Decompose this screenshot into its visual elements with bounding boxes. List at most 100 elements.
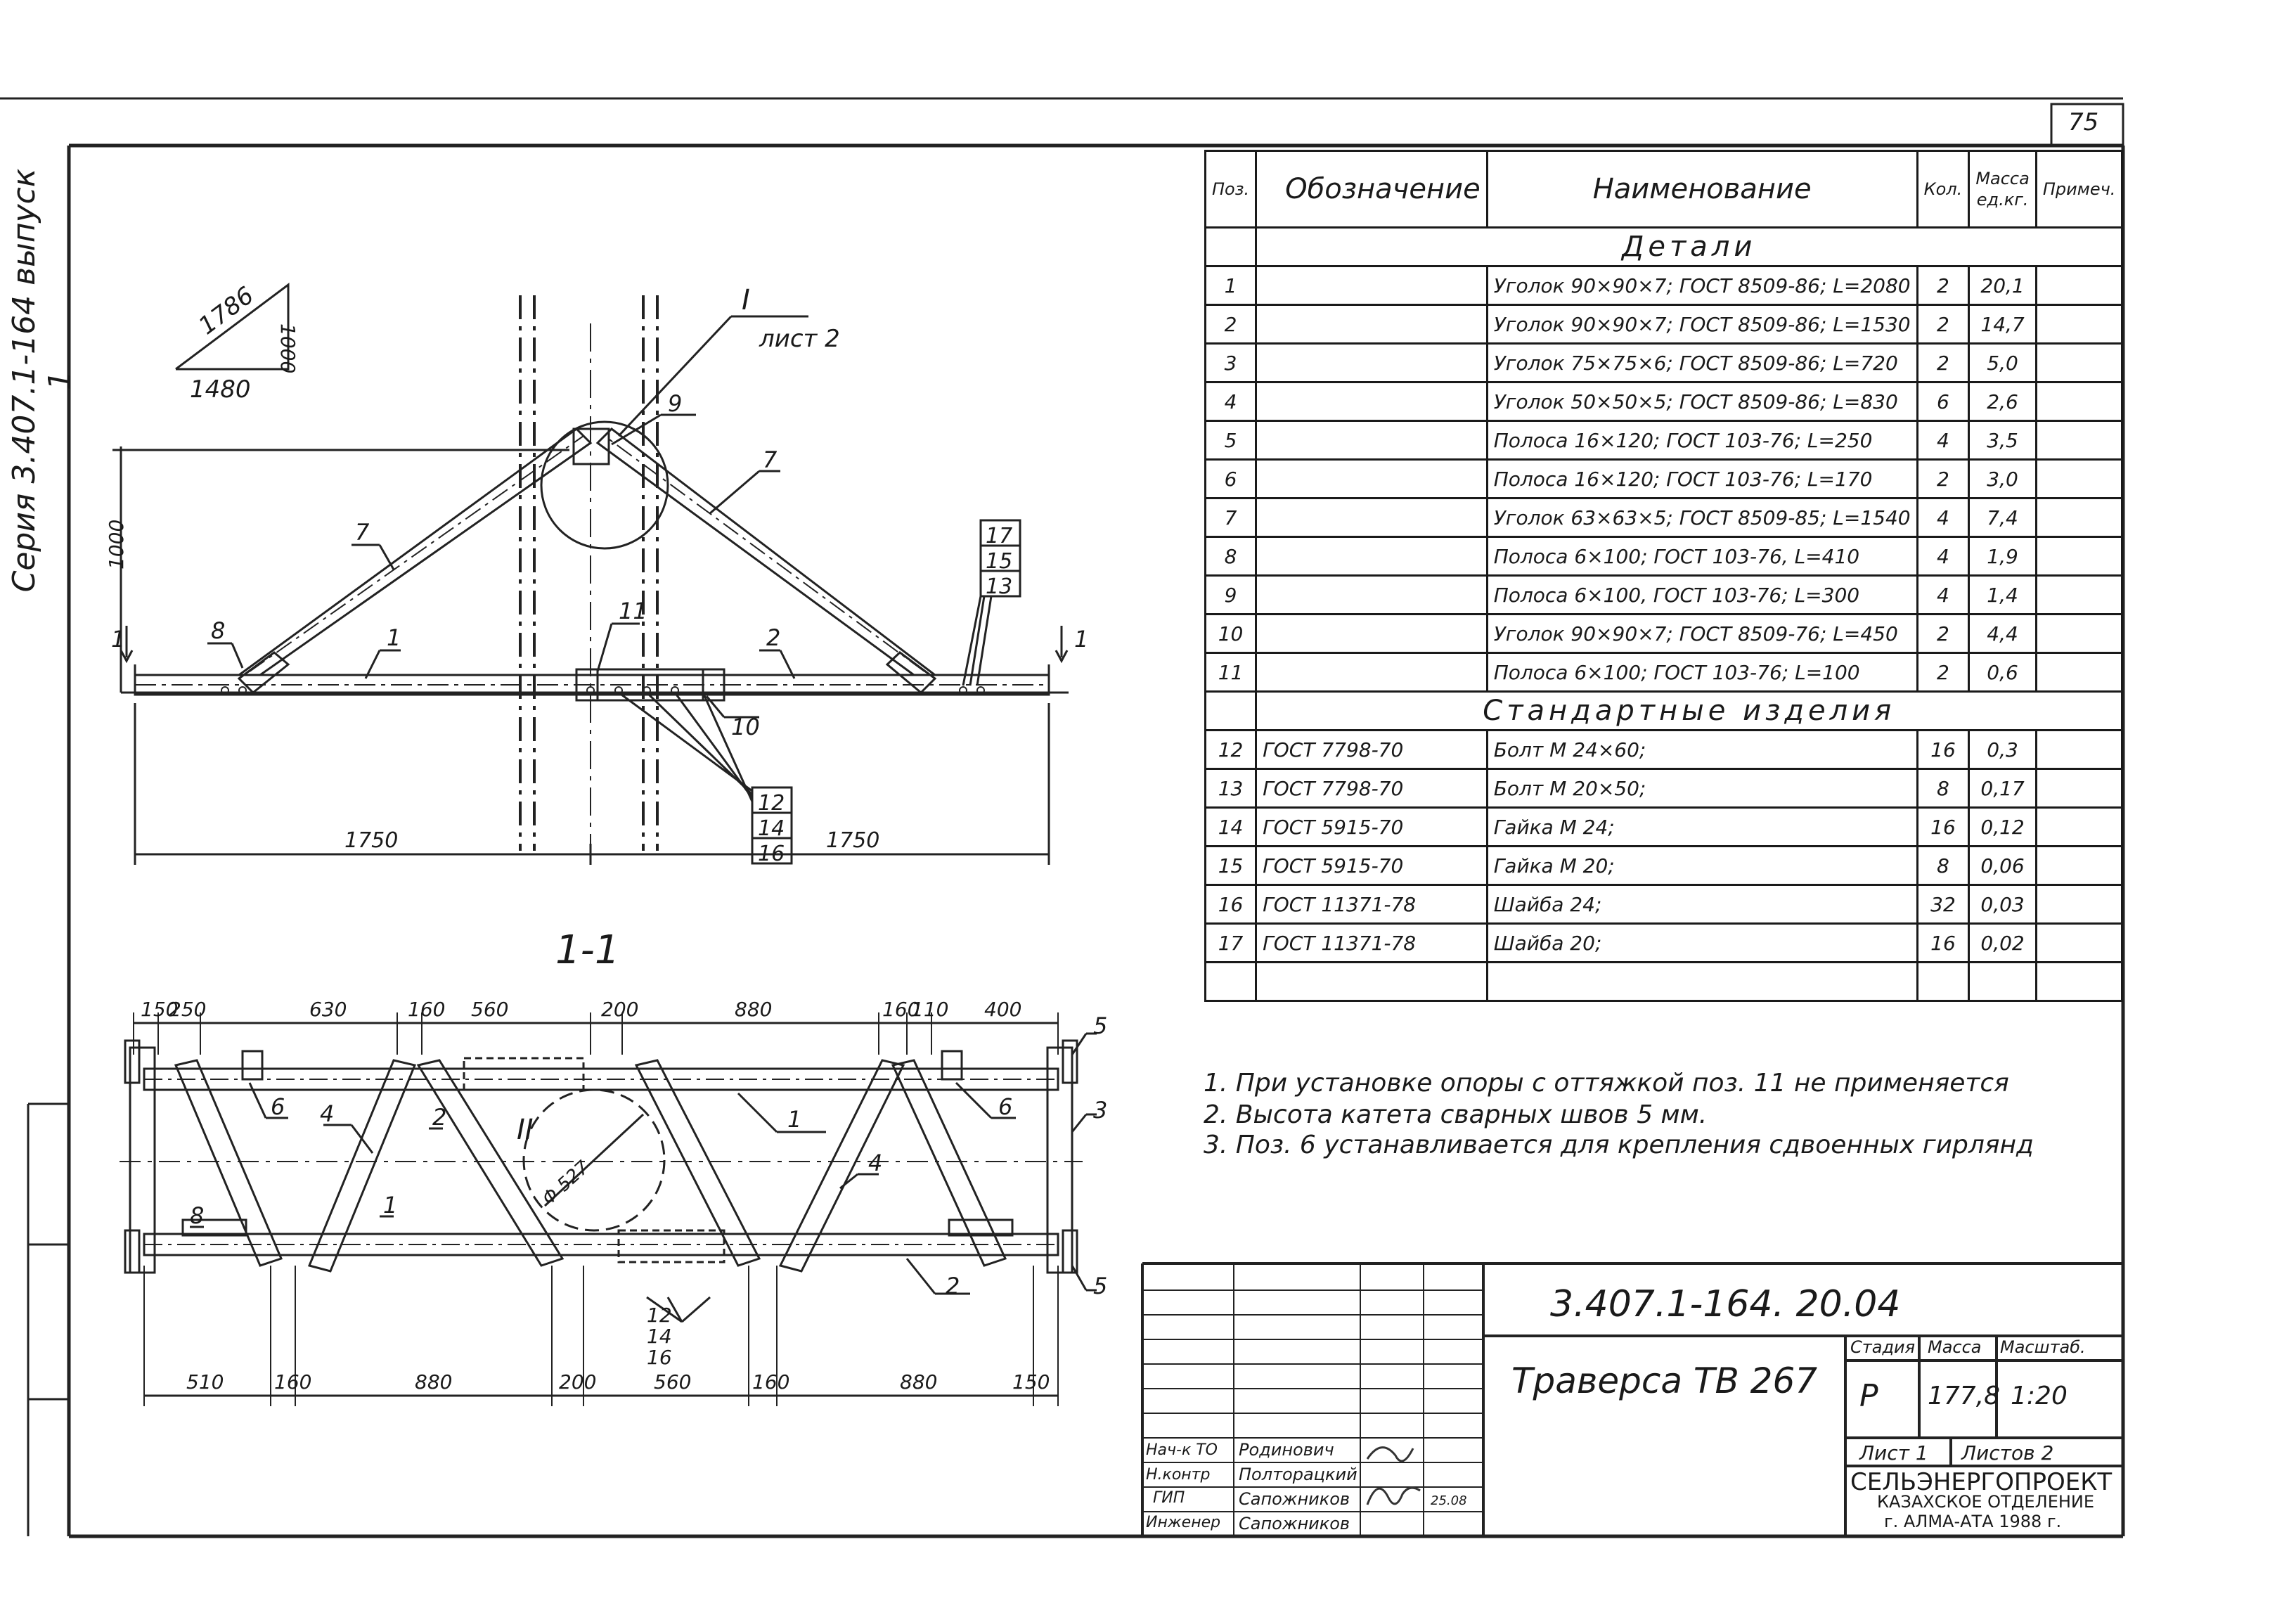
sign-date: 25.08 <box>1431 1493 1467 1508</box>
row-name: Шайба 20; <box>1485 922 1918 963</box>
org-city: г. АЛМА-АТА 1988 г. <box>1884 1512 2062 1531</box>
mass-value: 177,8 <box>1928 1382 2001 1410</box>
sheet-count: Листов 2 <box>1961 1441 2054 1465</box>
row-mass: 0,06 <box>1968 845 2037 886</box>
row-note <box>2034 613 2124 654</box>
row-note <box>2034 265 2124 306</box>
svg-text:16: 16 <box>758 842 785 866</box>
row-designation <box>1255 536 1488 577</box>
svg-text:1: 1 <box>1074 626 1088 652</box>
sheet-number: Лист 1 <box>1859 1441 1928 1465</box>
svg-text:880: 880 <box>900 1370 937 1394</box>
row-qty: 4 <box>1916 574 1971 615</box>
row-qty: 2 <box>1916 342 1971 383</box>
row-mass: 0,3 <box>1968 729 2037 770</box>
row-qty: 4 <box>1916 497 1971 538</box>
svg-text:11: 11 <box>619 598 647 624</box>
row-qty: 6 <box>1916 381 1971 422</box>
svg-text:14: 14 <box>758 816 785 841</box>
svg-text:7: 7 <box>763 446 778 473</box>
row-qty: 16 <box>1916 922 1971 963</box>
mass-label: Масса <box>1928 1337 1982 1357</box>
row-pos: 7 <box>1204 497 1258 538</box>
row-pos: 4 <box>1204 381 1258 422</box>
row-qty: 2 <box>1916 458 1971 499</box>
note-2: 2. Высота катета сварных швов 5 мм. <box>1204 1100 1708 1129</box>
svg-text:160: 160 <box>274 1370 311 1394</box>
svg-text:12: 12 <box>647 1304 672 1327</box>
row-pos: 13 <box>1204 768 1258 809</box>
row-pos: 2 <box>1204 304 1258 345</box>
svg-text:5: 5 <box>1093 1273 1107 1299</box>
row-mass: 0,17 <box>1968 768 2037 809</box>
col-name: Наименование <box>1485 150 1918 229</box>
svg-text:лист 2: лист 2 <box>759 325 840 353</box>
row-designation <box>1255 613 1488 654</box>
row-designation: ГОСТ 7798-70 <box>1255 768 1488 809</box>
table-header-row: Поз. Обозначение Наименование Кол. Масса… <box>1204 150 2124 229</box>
row-mass: 7,4 <box>1968 497 2037 538</box>
svg-text:250: 250 <box>169 998 206 1021</box>
row-designation <box>1255 458 1488 499</box>
row-designation: ГОСТ 11371-78 <box>1255 884 1488 925</box>
svg-text:560: 560 <box>471 998 508 1021</box>
svg-text:1: 1 <box>383 1192 397 1218</box>
doc-code: 3.407.1-164. 20.04 <box>1550 1283 1901 1325</box>
svg-text:1750: 1750 <box>826 828 879 853</box>
row-name: Уголок 90×90×7; ГОСТ 8509-86; L=1530 <box>1485 304 1918 345</box>
svg-text:5: 5 <box>1093 1012 1107 1039</box>
row-note <box>2034 729 2124 770</box>
row-pos: 16 <box>1204 884 1258 925</box>
role-2: Н.контр <box>1146 1466 1211 1484</box>
svg-text:1: 1 <box>787 1106 801 1133</box>
svg-text:560: 560 <box>654 1370 691 1394</box>
row-name: Уголок 90×90×7; ГОСТ 8509-86; L=2080 <box>1485 265 1918 306</box>
svg-text:1: 1 <box>387 624 401 651</box>
svg-text:6: 6 <box>271 1093 285 1120</box>
row-qty: 2 <box>1916 652 1971 693</box>
svg-text:7: 7 <box>355 519 370 546</box>
row-pos: 6 <box>1204 458 1258 499</box>
row-name: Уголок 75×75×6; ГОСТ 8509-86; L=720 <box>1485 342 1918 383</box>
svg-text:160: 160 <box>882 998 920 1021</box>
truss-drawing: 1786 1480 1000 I лист 2 9 7 7 8 1 2 11 1… <box>105 281 1107 1406</box>
row-pos: 8 <box>1204 536 1258 577</box>
row-mass: 0,12 <box>1968 806 2037 847</box>
svg-text:2: 2 <box>432 1104 446 1131</box>
row-designation <box>1255 381 1488 422</box>
role-4: Инженер <box>1146 1514 1221 1531</box>
signatures <box>1366 1446 1421 1505</box>
row-name: Шайба 24; <box>1485 884 1918 925</box>
svg-text:13: 13 <box>986 574 1012 599</box>
row-name: Уголок 90×90×7; ГОСТ 8509-76; L=450 <box>1485 613 1918 654</box>
row-name: Болт М 24×60; <box>1485 729 1918 770</box>
row-name: Уголок 63×63×5; ГОСТ 8509-85; L=1540 <box>1485 497 1918 538</box>
role-1: Нач-к ТО <box>1146 1441 1218 1459</box>
svg-text:II: II <box>517 1114 534 1146</box>
row-note <box>2034 652 2124 693</box>
svg-text:2: 2 <box>766 624 780 651</box>
section-label: 1-1 <box>555 927 619 973</box>
svg-text:15: 15 <box>986 549 1012 574</box>
page-number: 75 <box>2068 108 2099 136</box>
row-name: Уголок 50×50×5; ГОСТ 8509-86; L=830 <box>1485 381 1918 422</box>
svg-text:400: 400 <box>984 998 1021 1021</box>
row-qty: 8 <box>1916 768 1971 809</box>
name-1: Родинович <box>1239 1440 1334 1460</box>
row-mass: 14,7 <box>1968 304 2037 345</box>
row-note <box>2034 922 2124 963</box>
svg-text:I: I <box>742 284 750 316</box>
specification-table: Поз. Обозначение Наименование Кол. Масса… <box>1204 150 2124 1002</box>
section-details: Детали <box>1255 226 2124 267</box>
svg-text:17: 17 <box>986 524 1012 548</box>
triangle-height: 1000 <box>276 323 299 373</box>
